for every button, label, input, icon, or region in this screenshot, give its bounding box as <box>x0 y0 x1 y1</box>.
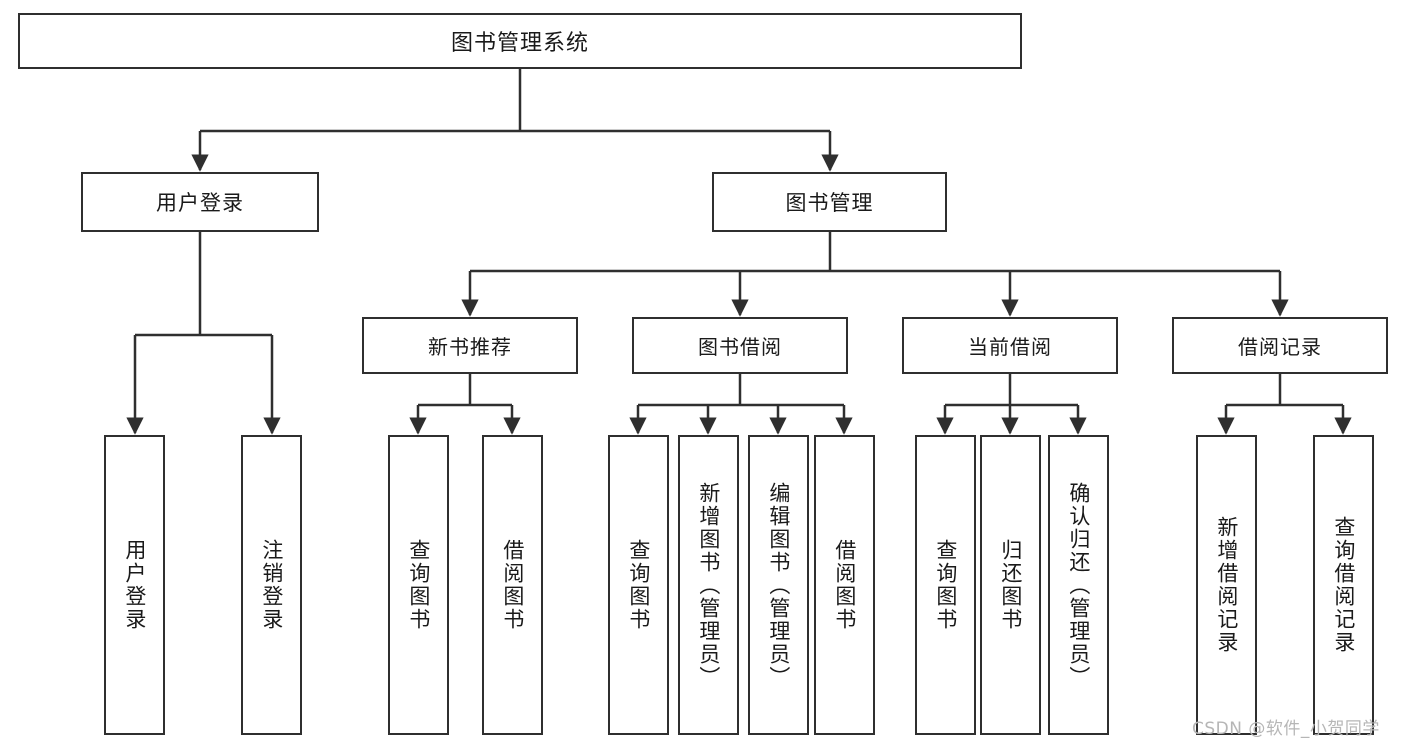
leaf-return-book[interactable]: 归还图书 <box>980 435 1041 735</box>
node-book-borrow-label: 图书借阅 <box>698 335 782 359</box>
leaf-query-book-current[interactable]: 查询图书 <box>915 435 976 735</box>
leaf-borrow-book-newbook-label: 借阅图书 <box>500 539 525 631</box>
leaf-edit-book-admin[interactable]: 编辑图书（管理员） <box>748 435 809 735</box>
leaf-query-book-current-label: 查询图书 <box>933 539 958 631</box>
leaf-user-login[interactable]: 用户登录 <box>104 435 165 735</box>
leaf-borrow-book-newbook[interactable]: 借阅图书 <box>482 435 543 735</box>
node-current-borrow[interactable]: 当前借阅 <box>902 317 1118 374</box>
node-book-borrow[interactable]: 图书借阅 <box>632 317 848 374</box>
node-current-borrow-label: 当前借阅 <box>968 335 1052 359</box>
leaf-logout-label: 注销登录 <box>259 539 284 631</box>
leaf-user-login-label: 用户登录 <box>122 539 147 631</box>
node-book-management-label: 图书管理 <box>785 191 874 215</box>
leaf-add-borrow-record-label: 新增借阅记录 <box>1214 516 1239 654</box>
node-borrow-record-label: 借阅记录 <box>1238 335 1322 359</box>
leaf-return-book-label: 归还图书 <box>998 539 1023 631</box>
leaf-edit-book-admin-label: 编辑图书（管理员） <box>766 481 791 689</box>
leaf-logout[interactable]: 注销登录 <box>241 435 302 735</box>
node-user-login[interactable]: 用户登录 <box>81 172 319 232</box>
watermark: CSDN @软件_小贺同学 <box>1192 719 1380 739</box>
leaf-query-book-borrow[interactable]: 查询图书 <box>608 435 669 735</box>
leaf-borrow-book-borrow[interactable]: 借阅图书 <box>814 435 875 735</box>
node-root[interactable]: 图书管理系统 <box>18 13 1022 69</box>
leaf-query-book-newbook-label: 查询图书 <box>406 539 431 631</box>
leaf-confirm-return-admin-label: 确认归还（管理员） <box>1066 481 1091 689</box>
leaf-add-borrow-record[interactable]: 新增借阅记录 <box>1196 435 1257 735</box>
node-new-book-recommend[interactable]: 新书推荐 <box>362 317 578 374</box>
node-user-login-label: 用户登录 <box>156 191 244 215</box>
leaf-add-book-admin[interactable]: 新增图书（管理员） <box>678 435 739 735</box>
leaf-add-book-admin-label: 新增图书（管理员） <box>696 481 721 689</box>
node-borrow-record[interactable]: 借阅记录 <box>1172 317 1388 374</box>
leaf-query-borrow-record-label: 查询借阅记录 <box>1331 516 1356 654</box>
node-book-management[interactable]: 图书管理 <box>712 172 947 232</box>
leaf-confirm-return-admin[interactable]: 确认归还（管理员） <box>1048 435 1109 735</box>
leaf-query-book-newbook[interactable]: 查询图书 <box>388 435 449 735</box>
node-new-book-recommend-label: 新书推荐 <box>428 335 512 359</box>
leaf-query-book-borrow-label: 查询图书 <box>626 539 651 631</box>
leaf-query-borrow-record[interactable]: 查询借阅记录 <box>1313 435 1374 735</box>
node-root-label: 图书管理系统 <box>450 31 589 56</box>
leaf-borrow-book-borrow-label: 借阅图书 <box>832 539 857 631</box>
